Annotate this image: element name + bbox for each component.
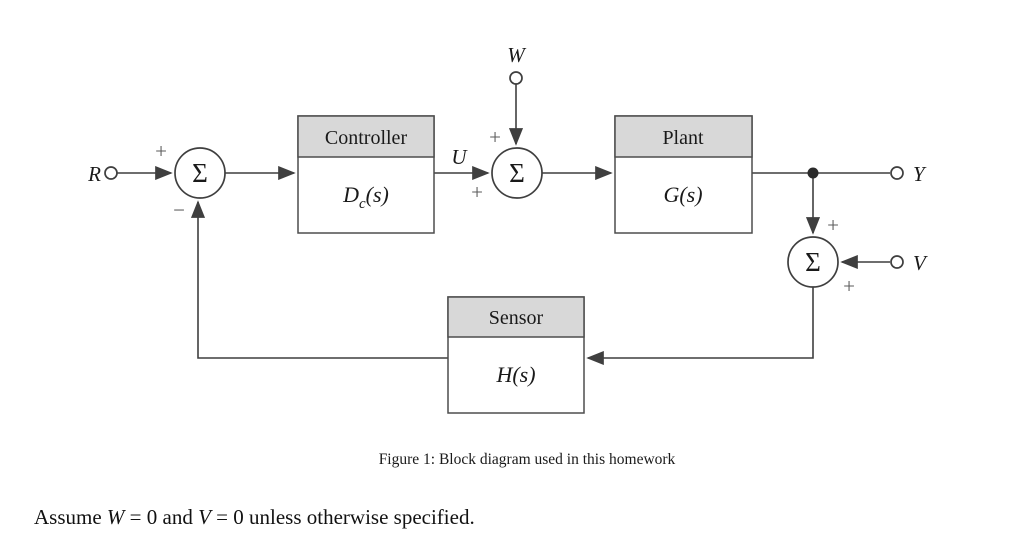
y-terminal <box>890 166 904 180</box>
controller-header <box>297 115 435 158</box>
plant-tf: G(s) <box>663 182 702 207</box>
sum2-circle <box>491 147 543 199</box>
sum1-plus-sign: + <box>155 139 167 163</box>
sum2-plus-top-sign: + <box>489 125 501 149</box>
sum1-sigma: Σ <box>192 158 208 188</box>
sum2-plus-bottom-sign: + <box>471 180 483 204</box>
controller-title: Controller <box>325 127 408 149</box>
note-text-part3: = 0 unless otherwise specified. <box>210 505 475 529</box>
sum1-circle <box>174 147 226 199</box>
assumption-note: Assume W = 0 and V = 0 unless otherwise … <box>34 505 475 530</box>
controller-tf: Dc(s) <box>342 182 389 212</box>
y-signal-label: Y <box>913 162 927 186</box>
sum1-minus-sign: − <box>173 198 185 222</box>
note-var-v: V <box>198 505 211 529</box>
plant-title: Plant <box>662 127 704 149</box>
v-signal-label: V <box>913 251 928 275</box>
wire-sensor-to-sum1 <box>190 200 448 359</box>
sensor-header <box>447 296 585 338</box>
pickoff-junction-dot <box>807 167 819 179</box>
plant-header <box>614 115 753 158</box>
w-terminal <box>509 71 523 85</box>
note-text-part2: = 0 and <box>124 505 199 529</box>
r-signal-label: R <box>87 162 101 186</box>
note-var-w: W <box>106 505 125 529</box>
r-terminal <box>104 166 118 180</box>
sensor-block: Sensor H(s) <box>447 296 585 414</box>
sum3-sigma: Σ <box>805 247 821 277</box>
sum3-plus-top-sign: + <box>827 213 839 237</box>
sum3-plus-bottom-sign: + <box>843 274 855 298</box>
sensor-title: Sensor <box>489 307 544 329</box>
v-terminal <box>890 255 904 269</box>
u-signal-label: U <box>451 145 468 169</box>
sensor-tf: H(s) <box>495 362 535 387</box>
block-diagram: Σ + − Σ + + Σ + + Controller Dc(s) Plant… <box>87 43 928 414</box>
note-text-part1: Assume <box>34 505 107 529</box>
controller-block: Controller Dc(s) <box>297 115 435 234</box>
sum2-sigma: Σ <box>509 158 525 188</box>
plant-block: Plant G(s) <box>614 115 753 234</box>
sum3-circle <box>787 236 839 288</box>
wire-sum3-to-sensor <box>586 287 814 366</box>
figure-caption: Figure 1: Block diagram used in this hom… <box>378 451 676 468</box>
w-signal-label: W <box>507 43 527 67</box>
